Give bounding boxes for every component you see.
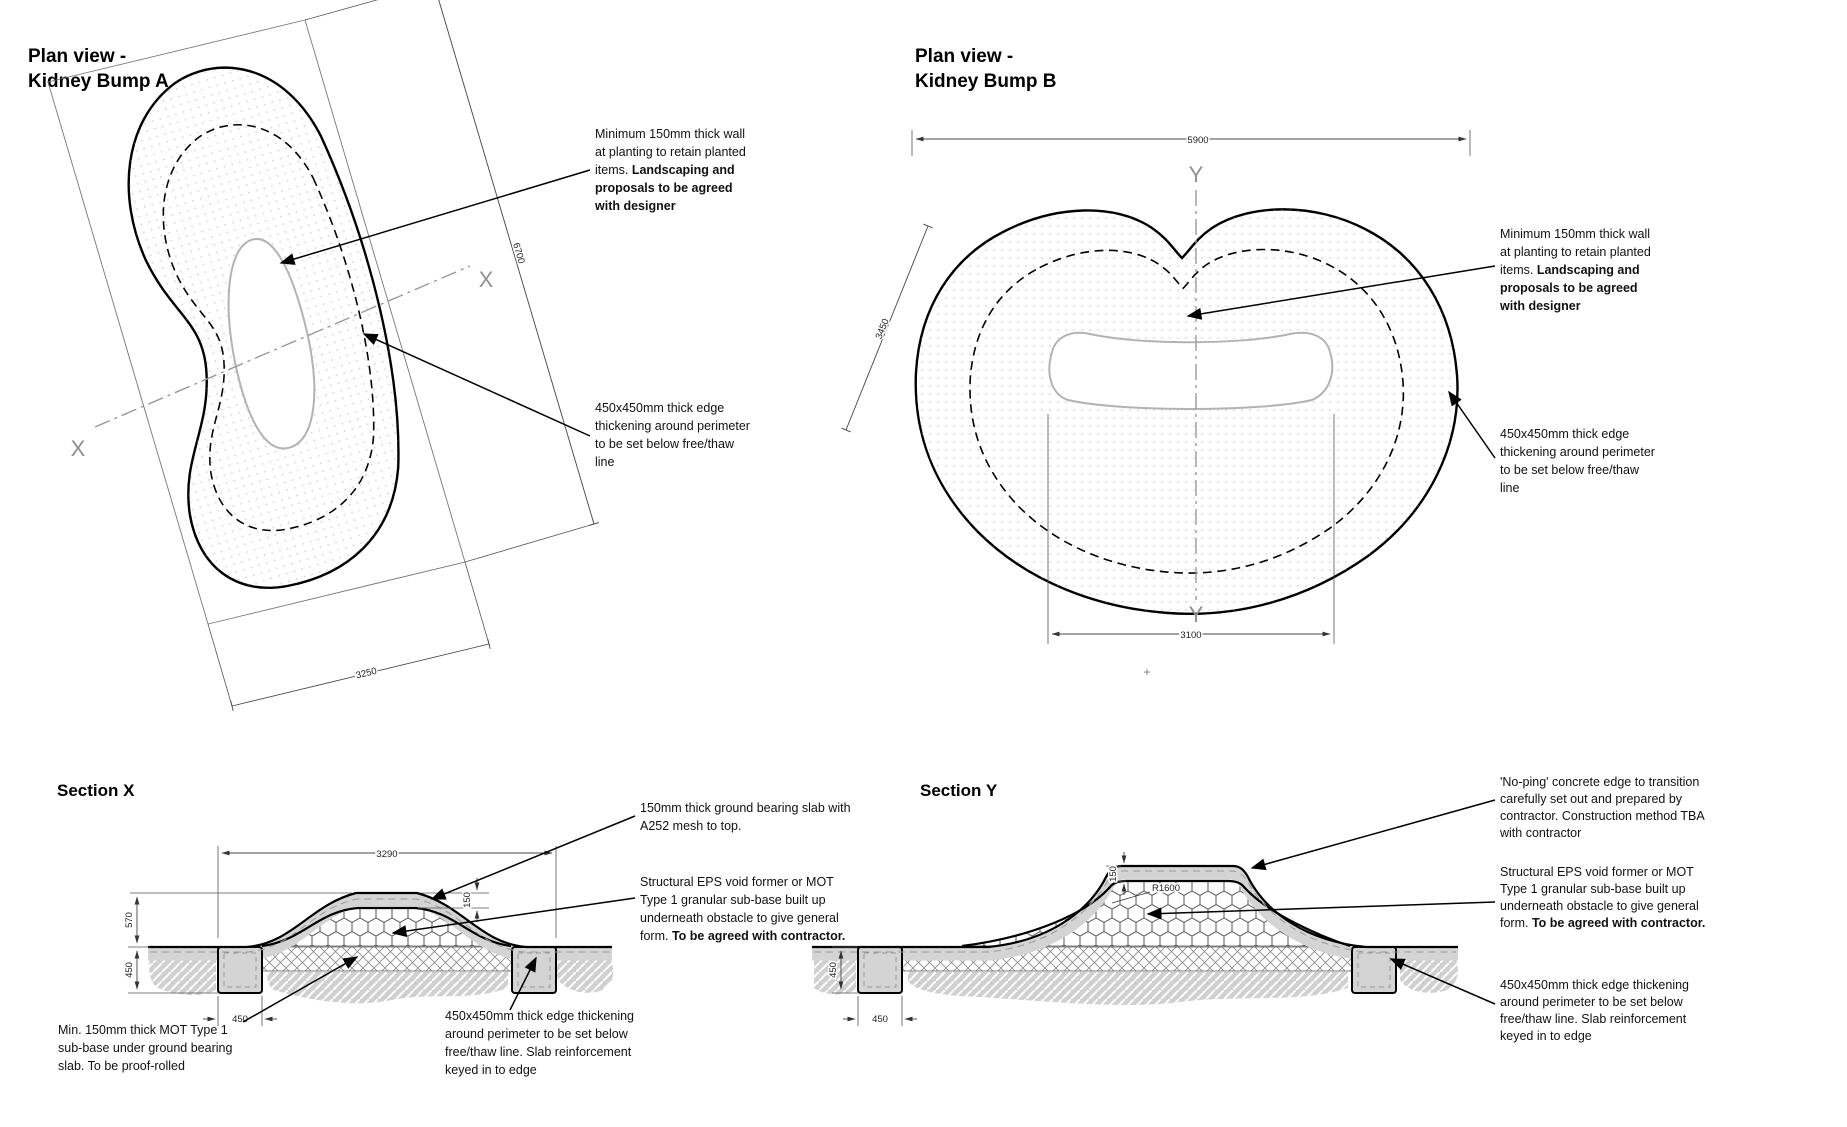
plan-b-dim-length: 5900	[1187, 135, 1208, 146]
section-x: Section X 3290 570 450	[57, 781, 851, 1077]
section-y-radius-label: R1600	[1152, 883, 1180, 894]
plan-a-ext-right	[464, 523, 595, 563]
section-x-subbase-hatch	[261, 946, 513, 972]
section-x-note-subbase-arrow	[242, 956, 359, 1023]
plan-a-dim-width-tick1	[230, 700, 234, 712]
section-x-slab-fill	[148, 893, 612, 961]
plan-a-ext-bottom1	[207, 623, 233, 707]
section-y-slab-outer-line	[812, 864, 1458, 949]
section-x-dim-trench-width: 450	[232, 1014, 248, 1025]
section-x-trench-left-reinf	[223, 952, 257, 988]
plan-a-title-line2: Kidney Bump A	[28, 71, 169, 92]
section-y-soil-left	[814, 955, 856, 995]
plan-b-dim-width-tick1	[923, 223, 933, 229]
plan-a-note-edge-arrow	[362, 333, 591, 437]
plan-b-axis-label-end: Y	[1189, 602, 1204, 627]
section-y-mesh-dashed	[814, 870, 1456, 953]
plan-a-kidney	[127, 66, 400, 589]
section-x-trench-right	[511, 946, 557, 994]
plan-a-title-line1: Plan view -	[28, 46, 126, 67]
plan-b-dim-width: 3450	[874, 317, 892, 341]
section-y-dim-depth: 450	[828, 962, 839, 978]
plan-b-title-line1: Plan view -	[915, 46, 1013, 67]
section-x-slab-inner-line	[261, 906, 512, 948]
plan-b: Plan view - Kidney Bump B 5900 3450 Y Y …	[841, 46, 1655, 644]
plan-b-title-line2: Kidney Bump B	[915, 71, 1056, 92]
plan-a-section-line	[94, 265, 471, 428]
section-y-trench-left-reinf	[863, 952, 897, 988]
section-x-title: Section X	[57, 781, 135, 800]
plan-a-dim-width-tick2	[487, 638, 491, 650]
section-y-trench-left	[857, 946, 903, 994]
section-y-trench-right-reinf	[1357, 952, 1391, 988]
registration-plus-mark: +	[1143, 665, 1150, 679]
section-x-slab-outer-line	[148, 891, 612, 949]
section-x-dim-depth: 450	[124, 962, 135, 978]
plan-b-axis-label-start: Y	[1189, 162, 1204, 187]
plan-a-dim-length: 6700	[510, 242, 527, 265]
plan-b-dim-width-line	[845, 225, 929, 431]
plan-a-ext-bottom2	[464, 561, 490, 645]
section-x-dim-width: 3290	[376, 849, 397, 860]
section-x-note-eps-arrow	[391, 897, 636, 938]
section-y-radius-leader	[1111, 891, 1151, 904]
plan-a: Plan view - Kidney Bump A 6700 3250 X X …	[28, 0, 750, 712]
section-x-trench-left	[217, 946, 263, 994]
section-x-dim-height: 570	[124, 912, 135, 928]
plan-a-dim-width-line	[231, 643, 490, 707]
plan-a-dim-length-line	[438, 0, 595, 525]
plan-a-axis-label-end: X	[479, 267, 494, 292]
section-x-soil-middle	[267, 972, 508, 1004]
section-x-dim-slab: 150	[462, 892, 473, 908]
plan-a-note-wall-arrow	[279, 169, 591, 265]
section-y-soil-middle	[908, 972, 1348, 1006]
section-y-soil-right	[1400, 955, 1458, 993]
plan-b-note-edge-arrow	[1448, 390, 1496, 459]
section-y-dim-trench-width: 450	[872, 1014, 888, 1025]
section-y-note-noping-arrow	[1250, 799, 1496, 871]
section-x-soil-right	[556, 955, 614, 993]
kidney-b-inner-slot	[1048, 331, 1334, 410]
section-y: Section Y 150 R1600 450	[812, 775, 1705, 1043]
section-x-trench-right-reinf	[517, 952, 551, 988]
plan-a-dim-width: 3250	[355, 666, 378, 682]
plan-a-axis-label-start: X	[71, 436, 86, 461]
section-y-note-eps-arrow	[1146, 901, 1496, 920]
section-y-trench-right	[1351, 946, 1397, 994]
kidney-a-edge-thickening-dashed	[162, 124, 375, 532]
plan-b-dim-width-tick2	[841, 427, 851, 433]
section-x-soil-left	[149, 955, 216, 996]
plan-a-ext-top	[304, 0, 379, 21]
section-y-title: Section Y	[920, 781, 998, 800]
kidney-a-inner-slot	[227, 237, 316, 450]
section-y-note-edge-arrow	[1389, 958, 1496, 1005]
section-y-slab-fill	[812, 866, 1458, 961]
section-x-note-slab-arrow	[430, 815, 636, 900]
section-y-dim-slab: 150	[1108, 866, 1119, 882]
plan-b-note-wall-arrow	[1186, 265, 1496, 320]
plan-a-dim-length-tick	[588, 522, 600, 526]
kidney-b-edge-thickening-dashed	[969, 248, 1405, 574]
section-x-note-edge-arrow	[509, 956, 537, 1011]
kidney-b-planting-texture	[915, 209, 1458, 614]
plan-b-dim-slot: 3100	[1180, 630, 1201, 641]
